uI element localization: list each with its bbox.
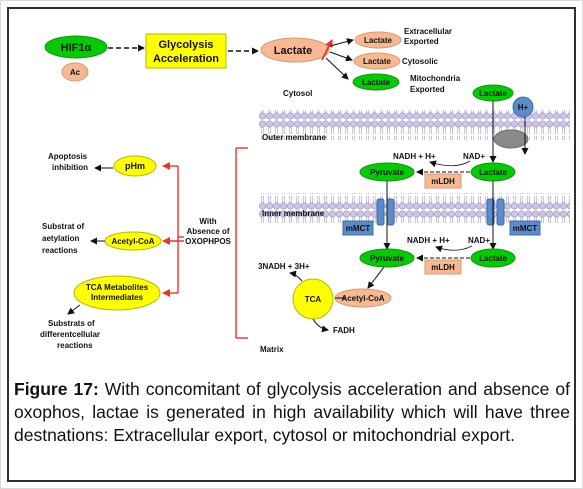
lactate-ims-label: Lactate (479, 168, 508, 177)
substrates-line1: Substrats of (48, 319, 95, 328)
pyruvate-to-acetyl-arrow (367, 266, 385, 289)
outer-membrane-label: Outer membrane (262, 133, 327, 142)
outer-membrane-channel (493, 129, 529, 149)
ac-label: Ac (70, 68, 81, 77)
h-plus-node (512, 96, 534, 118)
ims-nadh-label: NADH + H+ (393, 152, 436, 161)
ims-nad-label: NAD+ (463, 152, 485, 161)
transporter-right-a (486, 198, 495, 226)
substrates-line2: differentcellular (40, 330, 100, 339)
hif1a-node (44, 35, 108, 59)
pyruvate-matrix-node (359, 248, 415, 268)
cytosolic-label: Cytosolic (402, 57, 439, 66)
acetyl-coa-outcome-label: Acetyl-CoA (111, 237, 154, 246)
phm-label: pHm (125, 161, 145, 171)
lactate-diagram: Outer membrane Inner membrane Cytosol Ma… (40, 27, 570, 354)
ims-cofactor-curve (429, 160, 471, 168)
lactate-main-label: Lactate (274, 45, 313, 57)
inner-membrane-label: Inner membrane (262, 209, 325, 218)
tca-to-fadh-arrow (312, 318, 329, 333)
lactate-matrix-node (470, 248, 516, 268)
mldh-ims-box (424, 173, 462, 189)
three-nadh-label: 3NADH + 3H+ (258, 262, 310, 271)
to-extracellular-arrow (329, 38, 354, 47)
mito-line1: Mitochondria (410, 74, 461, 83)
glycolysis-line1: Glycolysis (158, 39, 213, 51)
to-cytosolic-arrow (329, 51, 353, 62)
matrix-nad-label: NAD+ (468, 236, 490, 245)
lactate-main-node (260, 37, 330, 63)
pyruvate-matrix-label: Pyruvate (370, 254, 404, 263)
apoptosis-line2: inhibition (52, 163, 88, 172)
lactate-cytosol-label: Lactate (479, 89, 508, 98)
pyruvate-ims-label: Pyruvate (370, 168, 404, 177)
tca-metab-line1: TCA Metabolites (86, 283, 149, 292)
transporter-left-b (386, 198, 395, 226)
lactate-cytosolic-label: Lactate (363, 57, 392, 66)
substrat-line3: reactions (42, 246, 78, 255)
tca-metabolites-node (73, 275, 161, 311)
figure-caption-text: With concomitant of glycolysis accelerat… (14, 379, 570, 445)
with-line1: With (199, 217, 216, 226)
mldh-matrix-label: mLDH (431, 263, 455, 272)
with-line2: Absence of (186, 227, 229, 236)
to-mito-arrow (325, 57, 349, 80)
matrix-cofactor-curve (435, 245, 473, 253)
with-line3: OXOPHPOS (185, 237, 231, 246)
h-plus-label: H+ (518, 103, 529, 112)
figure-caption: Figure 17: With concomitant of glycolysi… (14, 378, 570, 447)
tca-metab-to-substrates-arrow (67, 304, 81, 315)
mldh-matrix-box (424, 259, 462, 275)
lactate-matrix-label: Lactate (479, 254, 508, 263)
extracellular-line2: Exported (404, 37, 439, 46)
matrix-label: Matrix (260, 345, 284, 354)
glycolysis-box (145, 33, 227, 69)
lactate-extracellular-node (354, 31, 402, 49)
substrat-line2: aetylation (42, 234, 79, 243)
inner-membrane (259, 193, 570, 223)
phm-node (113, 155, 157, 177)
transporter-left-a (376, 198, 385, 226)
fadh-label: FADH (333, 326, 355, 335)
tca-cycle-label: TCA (305, 295, 322, 304)
mmct-left-box (342, 220, 374, 236)
mito-line2: Exported (410, 85, 445, 94)
hif1a-label: HIF1α (61, 42, 92, 54)
mmct-left-label: mMCT (346, 224, 371, 233)
lactate-mito-label: Lactate (362, 78, 391, 87)
substrat-line1: Substrat of (42, 222, 85, 231)
acetyl-coa-matrix-label: Acetyl-CoA (341, 294, 384, 303)
transporter-right-b (496, 198, 505, 226)
cytosol-label: Cytosol (283, 89, 312, 98)
glycolysis-line2: Acceleration (153, 53, 219, 65)
extracellular-line1: Extracellular (404, 27, 452, 36)
apoptosis-line1: Apoptosis (48, 152, 88, 161)
substrates-line3: reactions (57, 341, 93, 350)
lactate-extracellular-label: Lactate (364, 36, 393, 45)
mmct-right-box (509, 220, 541, 236)
lactate-mito-node (352, 73, 400, 91)
matrix-nadh-label: NADH + H+ (407, 236, 450, 245)
lactate-cytosolic-node (353, 52, 401, 70)
tca-metab-line2: Intermediates (91, 293, 144, 302)
figure-caption-label: Figure 17: (14, 379, 99, 399)
lactate-up-arrow (321, 39, 333, 61)
mldh-ims-label: mLDH (431, 177, 455, 186)
mmct-right-label: mMCT (513, 224, 538, 233)
tca-to-nadh-arrow (289, 270, 303, 282)
acetyl-tag-node (61, 62, 89, 82)
